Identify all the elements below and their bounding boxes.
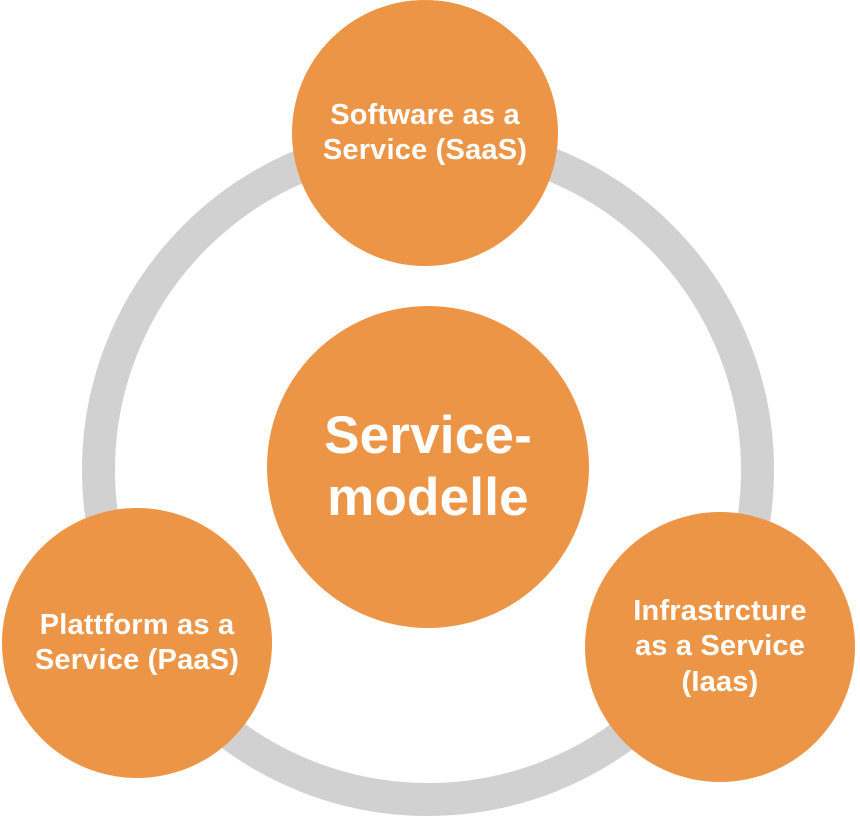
node-saas-label: Software as a Service (SaaS): [323, 98, 527, 169]
node-paas-label-line1: Plattform as a: [39, 608, 235, 641]
node-paas-label: Plattform as a Service (PaaS): [35, 608, 239, 679]
node-service-modelle-label: Service- modelle: [324, 405, 532, 529]
node-saas: Software as a Service (SaaS): [292, 0, 558, 266]
node-paas-label-line2: Service (PaaS): [34, 644, 240, 676]
node-iaas-label-line1: Infrastrcture: [633, 594, 807, 627]
node-iaas: Infrastrcture as a Service (Iaas): [585, 512, 855, 782]
node-paas: Plattform as a Service (PaaS): [2, 508, 272, 778]
node-service-modelle: Service- modelle: [267, 306, 589, 628]
node-saas-label-line2: Service (SaaS): [322, 134, 528, 166]
node-iaas-label-line3: (Iaas): [681, 665, 759, 698]
node-saas-label-line1: Software as a: [330, 98, 520, 131]
node-service-modelle-label-line2: modelle: [327, 468, 529, 527]
node-iaas-label-line2: as a Service: [634, 630, 806, 663]
node-iaas-label: Infrastrcture as a Service (Iaas): [633, 594, 806, 700]
node-service-modelle-label-line1: Service-: [324, 406, 532, 465]
